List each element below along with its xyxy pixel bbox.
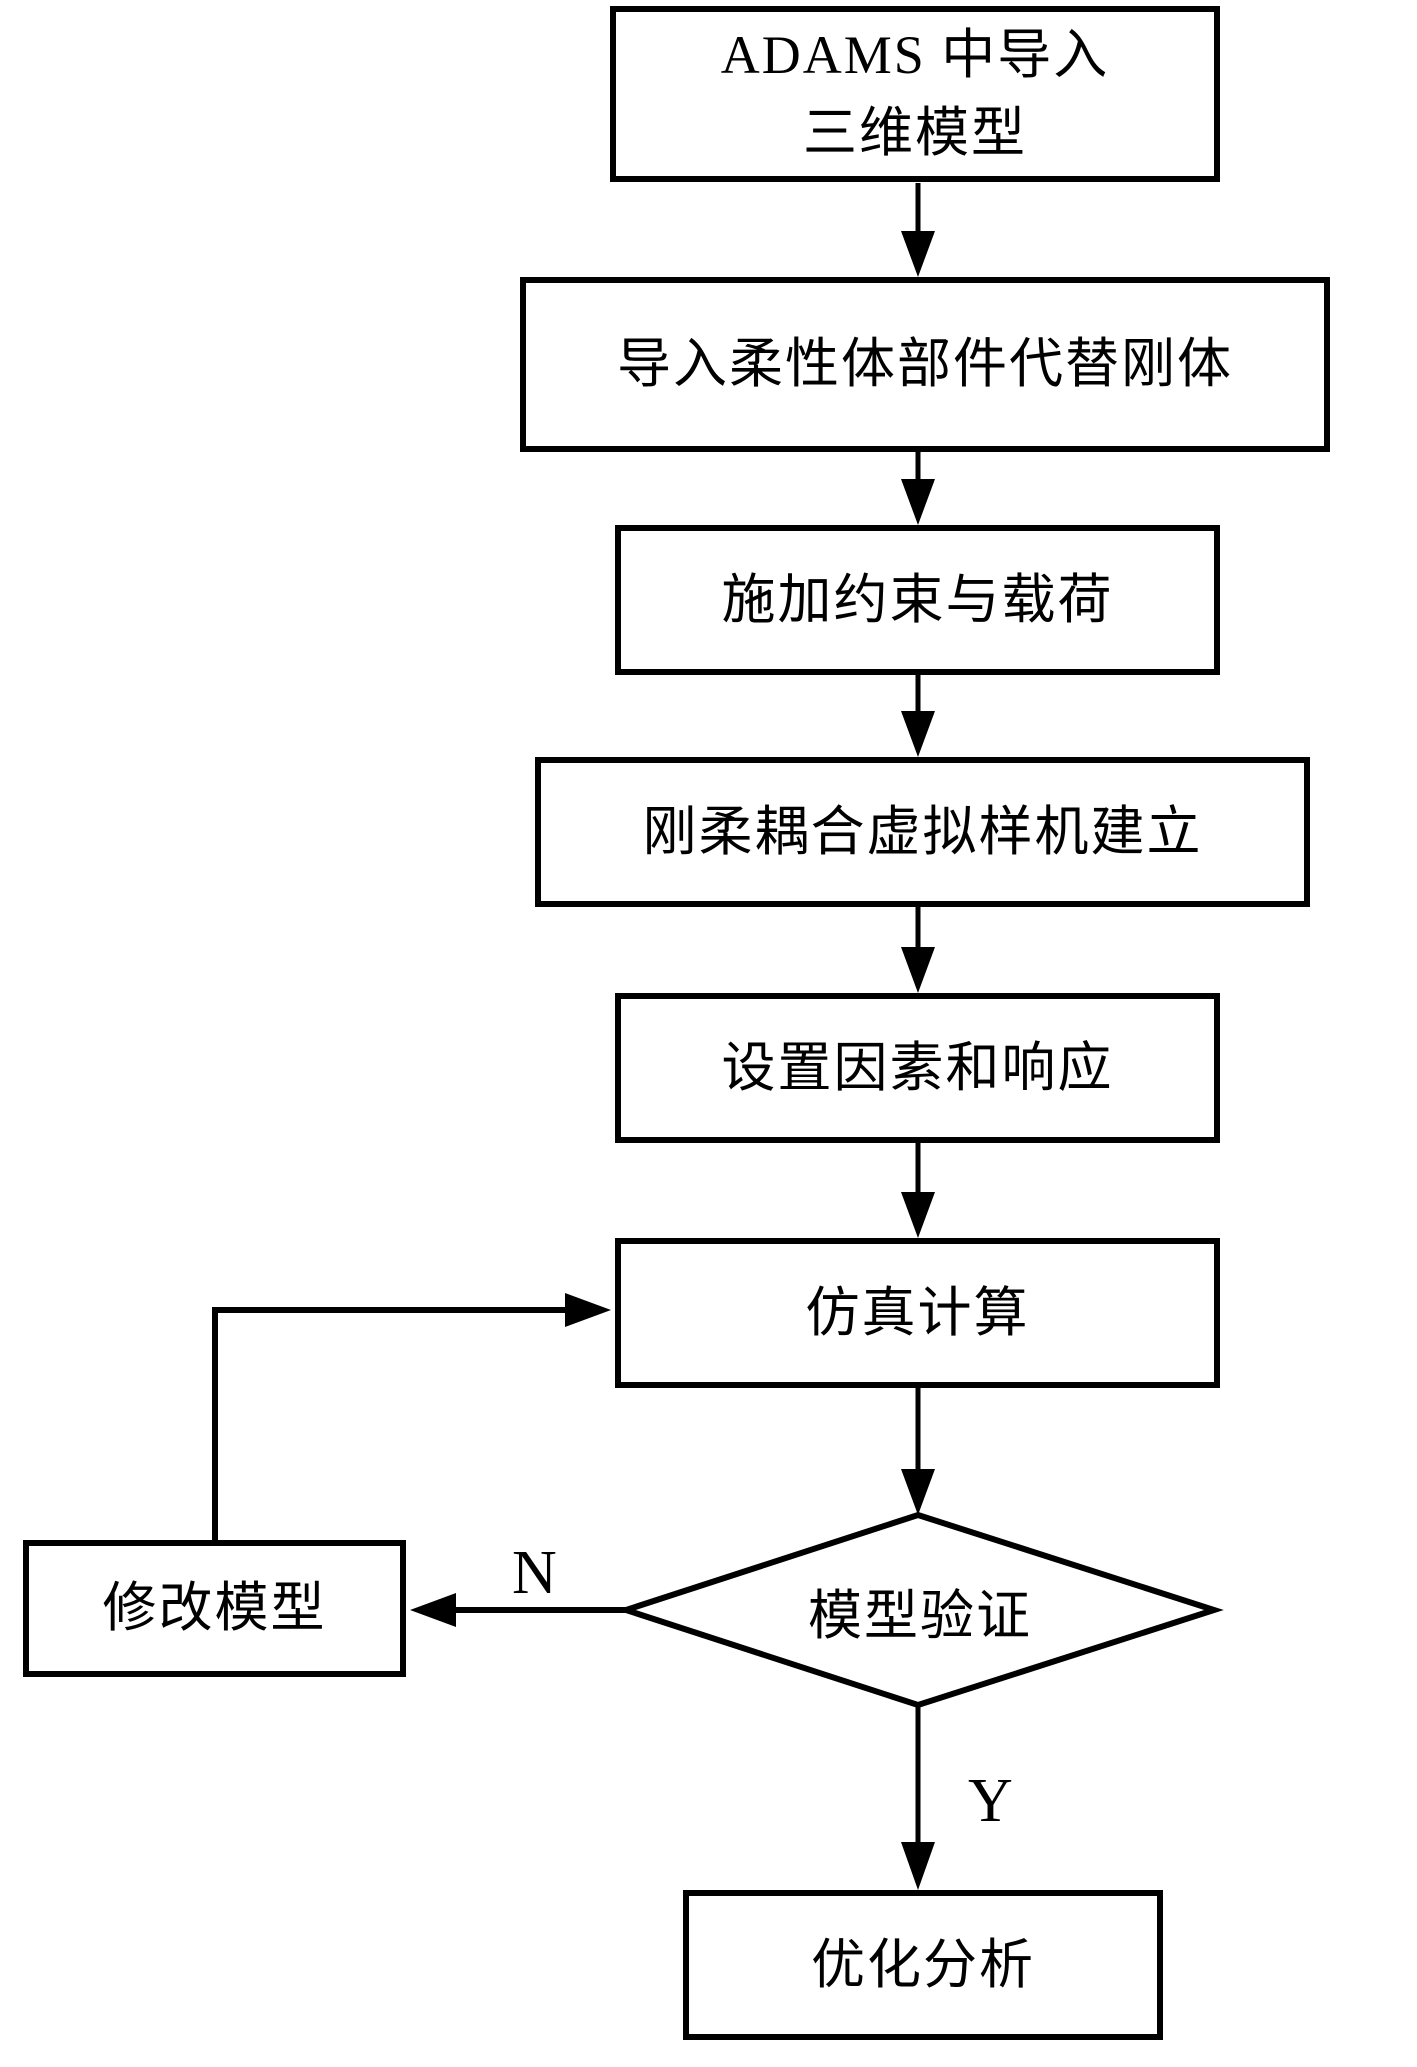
node-flexible-body-label: 导入柔性体部件代替刚体: [617, 334, 1233, 395]
node-constraints-loads-label: 施加约束与载荷: [721, 569, 1114, 630]
node-rigid-flex-prototype-label: 刚柔耦合虚拟样机建立: [642, 801, 1203, 862]
node-import-3d-model-line2: 三维模型: [802, 103, 1027, 163]
arrow-import-to-flexible: [901, 183, 935, 277]
node-simulation: 仿真计算: [615, 1238, 1220, 1388]
edge-label-no: N: [512, 1539, 557, 1607]
node-model-verification-label: 模型验证: [808, 1585, 1032, 1646]
node-optimization-label: 优化分析: [811, 1934, 1035, 1995]
node-rigid-flex-prototype: 刚柔耦合虚拟样机建立: [535, 757, 1310, 907]
arrow-constraints-to-prototype: [901, 675, 935, 757]
node-modify-model-label: 修改模型: [102, 1578, 327, 1639]
node-import-3d-model-line1: ADAMS 中导入: [720, 24, 1110, 85]
arrow-simulation-to-verification: [901, 1388, 935, 1515]
node-constraints-loads: 施加约束与载荷: [615, 525, 1220, 675]
arrow-factors-to-simulation: [901, 1143, 935, 1238]
node-import-3d-model-label: ADAMS 中导入 三维模型: [721, 16, 1110, 173]
node-simulation-label: 仿真计算: [805, 1282, 1030, 1343]
arrow-modify-to-simulation: [212, 1293, 611, 1540]
arrow-verification-to-optimization: [901, 1705, 935, 1890]
edge-label-yes: Y: [968, 1767, 1013, 1835]
arrow-prototype-to-factors: [901, 907, 935, 993]
node-factors-responses-label: 设置因素和响应: [721, 1037, 1114, 1098]
node-import-3d-model: ADAMS 中导入 三维模型: [610, 6, 1220, 182]
arrow-flexible-to-constraints: [901, 452, 935, 525]
node-flexible-body: 导入柔性体部件代替刚体: [520, 277, 1330, 452]
node-factors-responses: 设置因素和响应: [615, 993, 1220, 1143]
arrow-verification-to-modify: [410, 1593, 626, 1627]
node-model-verification: 模型验证: [626, 1515, 1214, 1705]
node-optimization: 优化分析: [683, 1890, 1163, 2040]
node-modify-model: 修改模型: [23, 1540, 406, 1677]
